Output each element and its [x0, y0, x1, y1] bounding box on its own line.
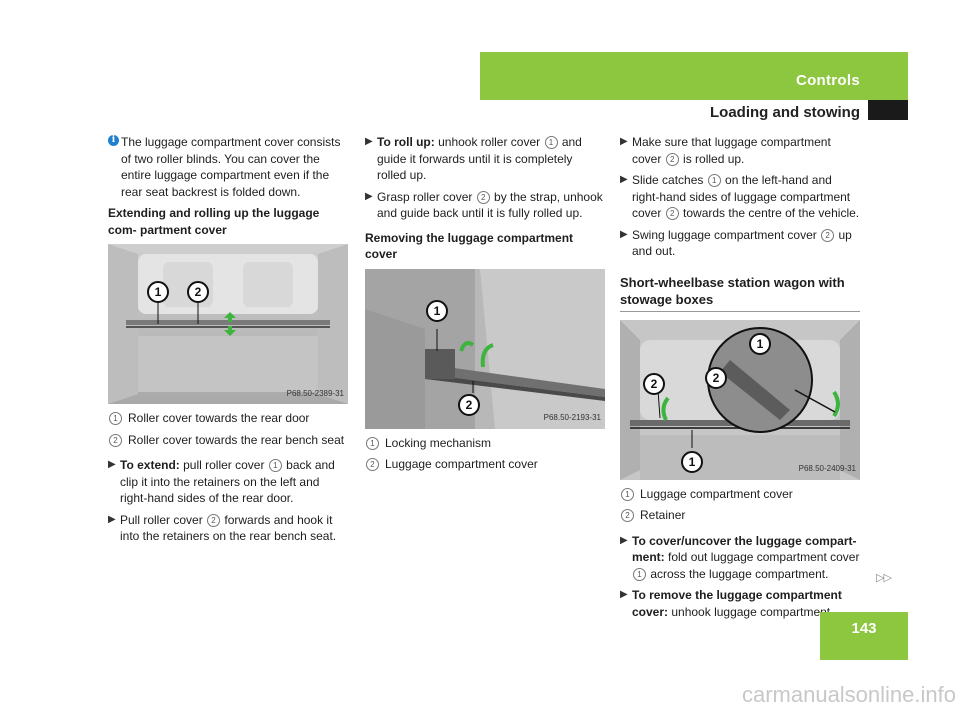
- step-label: To roll up:: [377, 135, 435, 149]
- step-arrow-icon: ▶: [620, 228, 628, 240]
- legend-number: 1: [366, 436, 379, 450]
- inline-number: 1: [268, 459, 282, 472]
- section-heading: Extending and rolling up the luggage com…: [108, 206, 320, 237]
- legend-text: Roller cover towards the rear bench seat: [128, 432, 345, 447]
- inline-number: 1: [544, 136, 558, 149]
- continue-arrow-icon: ▷▷: [876, 572, 892, 584]
- inline-number: 1: [633, 567, 646, 581]
- callout-2: 2: [466, 398, 473, 412]
- legend-number: 1: [109, 412, 122, 425]
- step-text: across the luggage compartment.: [647, 566, 829, 581]
- callout-1: 1: [434, 304, 441, 318]
- instruction-step: ▶ Swing luggage compartment cover 2 up a…: [620, 227, 860, 260]
- page-section-title: Loading and stowing: [710, 104, 860, 121]
- inline-number: 1: [707, 174, 721, 187]
- step-text: and guide it forwards until it is comple…: [377, 135, 582, 182]
- tab-title: Controls: [795, 72, 860, 89]
- legend-item: 2 Roller cover towards the rear bench se…: [108, 432, 350, 449]
- step-text: up and out.: [632, 227, 852, 259]
- step-text: Slide catches: [632, 173, 707, 187]
- step-text: unhook roller cover: [434, 135, 544, 149]
- figure-stowage-boxes: 1 2 2 1 P68.50-2409-31: [620, 319, 860, 480]
- instruction-step: ▶ Make sure that luggage compartment cov…: [620, 134, 860, 167]
- figure-roller-cover: 1 2 P68.50-2389-31: [108, 244, 348, 404]
- figure-label: P68.50-2409-31: [798, 464, 856, 473]
- step-label: To extend:: [120, 458, 180, 472]
- step-text: back and clip it into the retainers on t…: [120, 458, 335, 505]
- step-text: is rolled up.: [679, 151, 745, 166]
- legend-text: Luggage compartment cover: [640, 486, 793, 501]
- callout-1: 1: [689, 455, 696, 469]
- step-arrow-icon: ▶: [620, 534, 628, 546]
- column-3: ▶ Make sure that luggage compartment cov…: [620, 134, 860, 625]
- callout-1: 1: [155, 285, 162, 299]
- legend-number: 2: [109, 433, 122, 447]
- step-arrow-icon: ▶: [620, 589, 628, 600]
- step-text: fold out luggage compartment cover: [664, 550, 860, 564]
- info-note-text: The luggage compartment cover consists o…: [121, 135, 341, 199]
- legend-number: 1: [621, 487, 634, 501]
- legend-text: Roller cover towards the rear door: [128, 411, 310, 425]
- step-arrow-icon: ▶: [108, 459, 116, 470]
- step-label: To cover/uncover the luggage compart- me…: [632, 533, 857, 565]
- info-note: i The luggage compartment cover consists…: [108, 134, 350, 200]
- step-text: Swing luggage compartment cover: [632, 227, 821, 242]
- step-text: pull roller cover: [179, 458, 268, 472]
- step-text: by the strap, unhook and guide back unti…: [377, 189, 603, 221]
- column-2: ▶ To roll up: unhook roller cover 1 and …: [365, 134, 605, 478]
- instruction-step: ▶ Pull roller cover 2 forwards and hook …: [108, 512, 350, 545]
- callout-1: 1: [757, 337, 764, 351]
- inline-number: 2: [665, 207, 679, 220]
- inline-number: 2: [476, 190, 490, 204]
- section-heading: Removing the luggage compartment cover: [365, 230, 574, 262]
- step-arrow-icon: ▶: [365, 136, 373, 147]
- instruction-step: ▶ To extend: pull roller cover 1 back an…: [108, 457, 350, 507]
- callout-2: 2: [713, 371, 720, 385]
- inline-number: 2: [665, 152, 679, 166]
- legend-item: 2 Retainer: [620, 507, 860, 524]
- instruction-step: ▶ To cover/uncover the luggage compart- …: [620, 533, 860, 583]
- step-text: towards the centre of the vehicle.: [679, 206, 860, 220]
- step-label: To remove the luggage compartment cover:: [632, 588, 842, 619]
- inline-number: 2: [821, 228, 835, 242]
- step-text: on the left-hand and right-hand sides of…: [632, 173, 851, 220]
- legend-number: 2: [366, 458, 379, 471]
- watermark: carmanualsonline.info: [741, 682, 956, 707]
- figure-label: P68.50-2193-31: [543, 413, 601, 422]
- instruction-step: ▶ Slide catches 1 on the left-hand and r…: [620, 172, 860, 222]
- legend-item: 1 Roller cover towards the rear door: [108, 410, 350, 427]
- section-marker-bar: [868, 100, 908, 120]
- step-arrow-icon: ▶: [620, 136, 628, 147]
- info-icon: i: [108, 135, 119, 146]
- legend-item: 2 Luggage compartment cover: [365, 456, 605, 473]
- page-number: 143: [851, 620, 877, 637]
- inline-number: 2: [207, 513, 221, 527]
- legend-text: Luggage compartment cover: [385, 457, 538, 471]
- instruction-step: ▶ To roll up: unhook roller cover 1 and …: [365, 134, 605, 184]
- section-tab: Controls: [480, 52, 908, 100]
- step-text: Pull roller cover: [120, 512, 207, 527]
- figure-label: P68.50-2389-31: [286, 388, 344, 398]
- figure-locking-mechanism: 1 2 P68.50-2193-31: [365, 268, 605, 429]
- instruction-step: ▶ To remove the luggage compartment cove…: [620, 587, 860, 620]
- step-arrow-icon: ▶: [108, 513, 116, 525]
- instruction-step: ▶ Grasp roller cover 2 by the strap, unh…: [365, 189, 605, 222]
- step-text: Make sure that luggage compartment cover: [632, 135, 831, 166]
- subsection-heading: Short-wheelbase station wagon with stowa…: [620, 274, 860, 312]
- step-text: forwards and hook it into the retainers …: [120, 512, 337, 544]
- step-arrow-icon: ▶: [365, 190, 373, 202]
- callout-2: 2: [651, 377, 658, 391]
- step-arrow-icon: ▶: [620, 174, 628, 185]
- page-number-tab: 143: [820, 612, 908, 660]
- step-text: Grasp roller cover: [377, 189, 476, 204]
- legend-text: Retainer: [640, 508, 686, 522]
- legend-item: 1 Luggage compartment cover: [620, 486, 860, 503]
- callout-2: 2: [195, 285, 202, 299]
- legend-number: 2: [621, 509, 634, 522]
- step-text: unhook luggage compartment: [668, 604, 831, 619]
- legend-text: Locking mechanism: [385, 435, 492, 450]
- column-1: i The luggage compartment cover consists…: [108, 134, 350, 550]
- legend-item: 1 Locking mechanism: [365, 435, 605, 452]
